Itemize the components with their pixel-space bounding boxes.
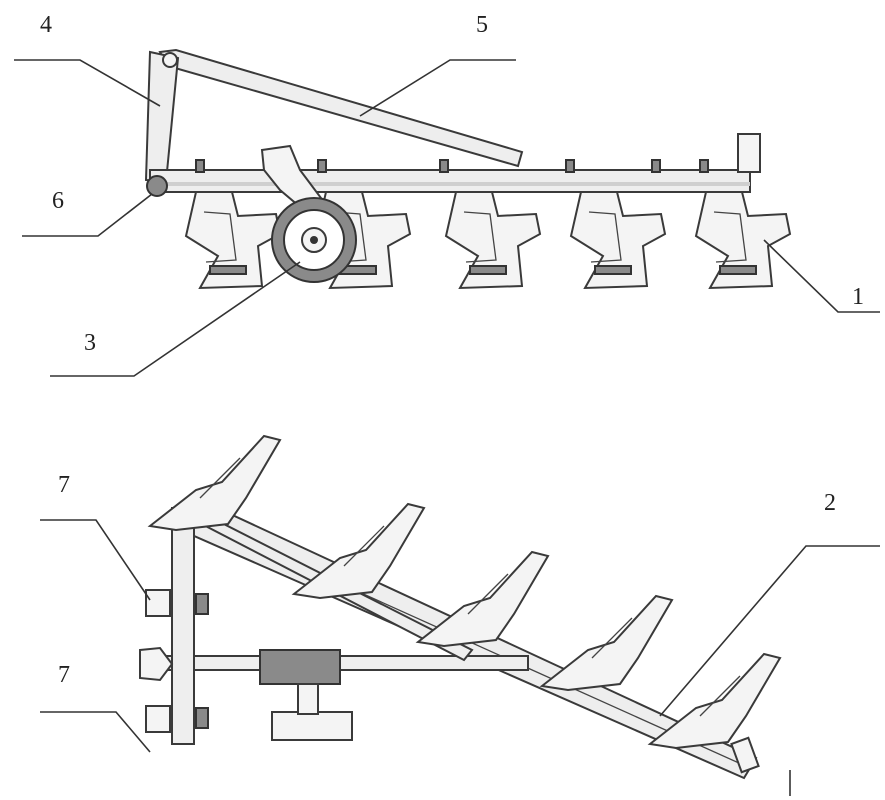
label-6: 6 xyxy=(52,188,64,214)
hitch-plates xyxy=(139,589,209,733)
plough-body-top xyxy=(539,594,674,692)
hitch-pin xyxy=(146,175,168,197)
rear-end xyxy=(730,736,760,774)
main-frame xyxy=(149,169,751,193)
label-5: 5 xyxy=(476,12,488,38)
mast-pivot xyxy=(162,52,178,68)
label-3: 3 xyxy=(84,330,96,356)
leader-1 xyxy=(763,239,880,313)
plough-body-top xyxy=(647,652,782,750)
plough-body xyxy=(184,191,282,290)
leader-3 xyxy=(50,261,301,377)
plough-body xyxy=(569,191,667,290)
plough-bodies-top xyxy=(147,434,782,750)
leader-7a xyxy=(40,519,151,601)
mast xyxy=(144,50,180,184)
plough-body-top xyxy=(415,550,550,648)
leader-5 xyxy=(359,59,516,117)
wheel-assembly-top xyxy=(259,649,353,741)
plough-body xyxy=(444,191,542,290)
headstock xyxy=(171,507,195,745)
rear-post xyxy=(737,133,761,173)
label-7-lower: 7 xyxy=(58,662,70,688)
label-1: 1 xyxy=(852,284,864,310)
leader-7b xyxy=(40,711,151,753)
label-7-upper: 7 xyxy=(58,472,70,498)
leader-4 xyxy=(14,59,161,107)
plough-body-top xyxy=(291,502,426,600)
leader-6 xyxy=(22,193,153,237)
frame-bolts xyxy=(195,159,709,173)
side-view xyxy=(14,48,880,377)
plough-body xyxy=(694,191,792,290)
depth-wheel xyxy=(271,197,357,283)
plough-body-top xyxy=(147,434,282,532)
top-view xyxy=(40,434,880,796)
label-4: 4 xyxy=(40,12,52,38)
leader-2 xyxy=(659,545,880,717)
upper-link xyxy=(158,48,524,168)
label-2: 2 xyxy=(824,490,836,516)
